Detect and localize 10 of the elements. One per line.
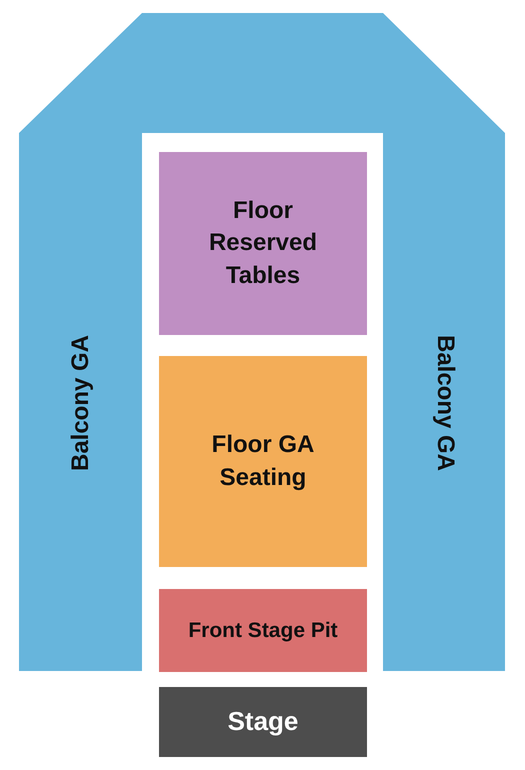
section-label: Floor Reserved Tables: [208, 196, 318, 291]
pit-section: [159, 589, 367, 672]
floor-seating-section: [159, 356, 367, 567]
reserved-tables-section: [159, 152, 367, 335]
section-label: Balcony GA: [67, 334, 95, 472]
stage: [159, 687, 367, 757]
section-label: Balcony GA: [431, 334, 459, 472]
section-label: Front Stage Pit: [188, 618, 338, 644]
section-label: Stage: [228, 705, 298, 738]
section-label: Floor GA Seating: [210, 430, 316, 492]
